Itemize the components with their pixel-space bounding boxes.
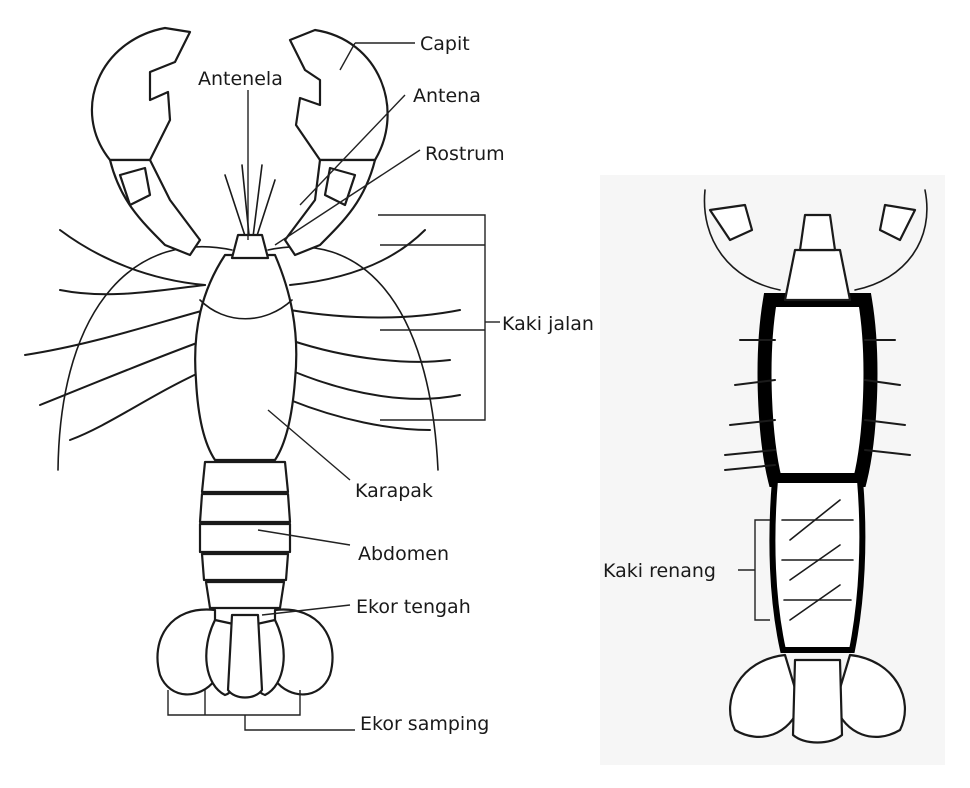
label-abdomen: Abdomen	[358, 543, 449, 565]
label-ekor-samping: Ekor samping	[360, 713, 489, 735]
label-kaki-renang: Kaki renang	[603, 560, 716, 582]
label-antena: Antena	[413, 85, 481, 107]
label-ekor-tengah: Ekor tengah	[356, 596, 471, 618]
label-capit: Capit	[420, 33, 470, 55]
label-karapak: Karapak	[355, 480, 433, 502]
label-kaki-jalan: Kaki jalan	[502, 313, 594, 335]
label-antenela: Antenela	[198, 68, 283, 90]
label-rostrum: Rostrum	[425, 143, 505, 165]
